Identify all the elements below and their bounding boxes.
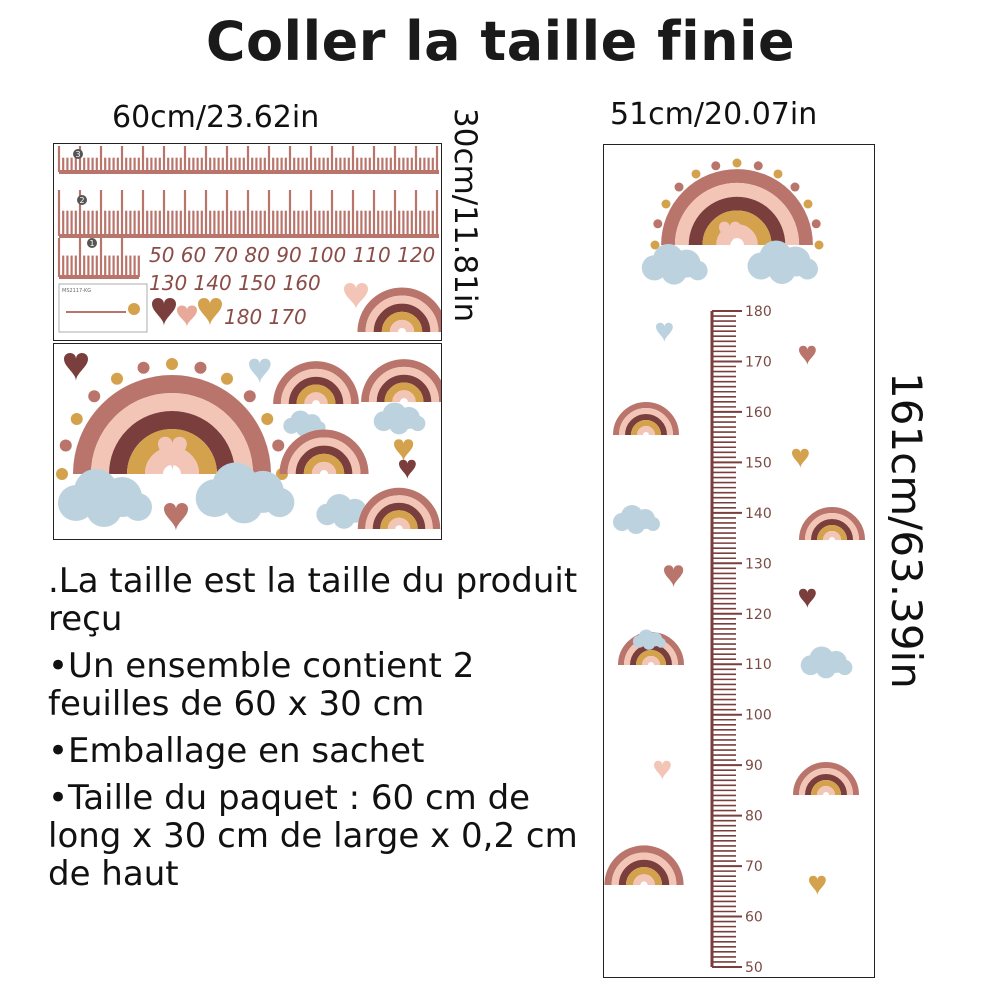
cloud-icon bbox=[641, 244, 708, 285]
cloud-icon bbox=[316, 494, 373, 529]
rainbow-icon bbox=[793, 762, 859, 796]
large-rainbow-icon bbox=[661, 169, 813, 246]
heart-icon bbox=[158, 436, 187, 471]
cloud-icon bbox=[373, 402, 426, 435]
scale-label: 140 bbox=[745, 506, 772, 522]
chart-width-label: 51cm/20.07in bbox=[610, 97, 818, 132]
scale-label: 130 bbox=[745, 556, 772, 572]
rainbow-icon bbox=[357, 487, 441, 530]
heart-icon bbox=[177, 305, 197, 327]
rainbow-icon bbox=[613, 402, 679, 436]
cloud-icon bbox=[800, 646, 853, 679]
sheet-numbers-row-1: 50 60 70 80 90 100 110 120 bbox=[149, 243, 435, 267]
strip-marker-1: 1 bbox=[89, 239, 94, 248]
cloud-icon bbox=[747, 240, 818, 284]
scale-label: 50 bbox=[745, 960, 763, 976]
rainbow-icon bbox=[357, 287, 447, 333]
heart-icon bbox=[399, 459, 416, 480]
scale-label: 90 bbox=[745, 758, 763, 774]
scale-label: 60 bbox=[745, 910, 763, 926]
rainbow-icon bbox=[604, 845, 684, 886]
heart-icon bbox=[394, 439, 414, 462]
sheet-numbers-row-3: 180 170 bbox=[224, 305, 307, 329]
cloud-icon bbox=[58, 469, 152, 527]
sheet-width-label: 60cm/23.62in bbox=[112, 100, 320, 135]
rainbow-icon bbox=[361, 359, 447, 403]
rainbow-icon bbox=[273, 361, 359, 405]
ruler-strips bbox=[57, 146, 439, 279]
height-ruler: 180 170 160 150 140 130 120 110 100 90 80 70 60 50 bbox=[710, 304, 772, 976]
heart-icon bbox=[249, 358, 271, 384]
scale-label: 100 bbox=[745, 708, 772, 724]
heart-icon bbox=[64, 353, 88, 381]
sticker-sheet-2 bbox=[53, 343, 447, 540]
scale-label: 180 bbox=[745, 304, 772, 320]
heart-icon bbox=[664, 565, 684, 588]
cloud-icon bbox=[632, 629, 666, 650]
cloud-icon bbox=[613, 505, 660, 534]
note-package-size: •Taille du paquet : 60 cm de long x 30 c… bbox=[48, 778, 578, 894]
note-packaging: •Emballage en sachet bbox=[48, 731, 425, 771]
thumbnail-label: MS2117-KG bbox=[62, 288, 91, 294]
sheet-numbers-row-2: 130 140 150 160 bbox=[149, 271, 321, 295]
scale-label: 160 bbox=[745, 405, 772, 421]
note-set-contents: •Un ensemble contient 2 feuilles de 60 x… bbox=[48, 646, 475, 724]
sheet-1-artwork: 3 2 1 50 60 70 80 90 100 110 120 130 140… bbox=[57, 146, 447, 333]
rainbow-dots bbox=[650, 158, 824, 250]
heart-icon bbox=[164, 503, 188, 531]
strip-marker-3: 3 bbox=[75, 150, 80, 159]
scale-label: 70 bbox=[745, 859, 763, 875]
heart-icon bbox=[809, 875, 826, 896]
scale-label: 170 bbox=[745, 354, 772, 370]
sticker-sheet-1: 3 2 1 50 60 70 80 90 100 110 120 130 140… bbox=[53, 143, 447, 341]
scale-label: 110 bbox=[745, 657, 772, 673]
heart-icon bbox=[656, 322, 673, 343]
page-title: Coller la taille finie bbox=[205, 10, 796, 73]
strip-marker-2: 2 bbox=[79, 196, 84, 205]
scale-label: 120 bbox=[745, 607, 772, 623]
large-rainbow-icon bbox=[73, 375, 271, 475]
scale-label: 150 bbox=[745, 455, 772, 471]
heart-icon bbox=[719, 221, 741, 247]
strip-marker: 1 bbox=[87, 238, 97, 248]
heart-icon bbox=[799, 588, 816, 609]
cloud-icon bbox=[195, 462, 295, 524]
sheet-2-artwork bbox=[56, 353, 447, 531]
growth-chart: 180 170 160 150 140 130 120 110 100 90 80 70 60 50 bbox=[603, 144, 875, 978]
strip-marker: 2 bbox=[77, 195, 87, 205]
rainbow-dots bbox=[56, 358, 288, 480]
rainbow-icon bbox=[799, 507, 865, 541]
rainbow-icon bbox=[279, 429, 369, 475]
heart-icon bbox=[799, 345, 816, 366]
sheet-height-label: 30cm/11.81in bbox=[447, 108, 483, 323]
scale-label: 80 bbox=[745, 809, 763, 825]
rainbow-icon bbox=[357, 287, 447, 333]
heart-icon bbox=[654, 760, 671, 781]
strip-marker: 3 bbox=[73, 149, 83, 159]
chart-height-label: 161cm/63.39in bbox=[882, 372, 931, 689]
heart-icon bbox=[152, 298, 176, 326]
heart-icon bbox=[792, 448, 809, 469]
heart-icon bbox=[198, 298, 222, 326]
growth-chart-artwork: 180 170 160 150 140 130 120 110 100 90 80 70 60 50 bbox=[604, 158, 865, 976]
product-notes: .La taille est la taille du produit reçu… bbox=[48, 562, 593, 902]
note-size: .La taille est la taille du produit reçu bbox=[48, 561, 578, 639]
sheet-thumbnail: MS2117-KG bbox=[58, 283, 148, 333]
heart-icon bbox=[344, 283, 368, 309]
